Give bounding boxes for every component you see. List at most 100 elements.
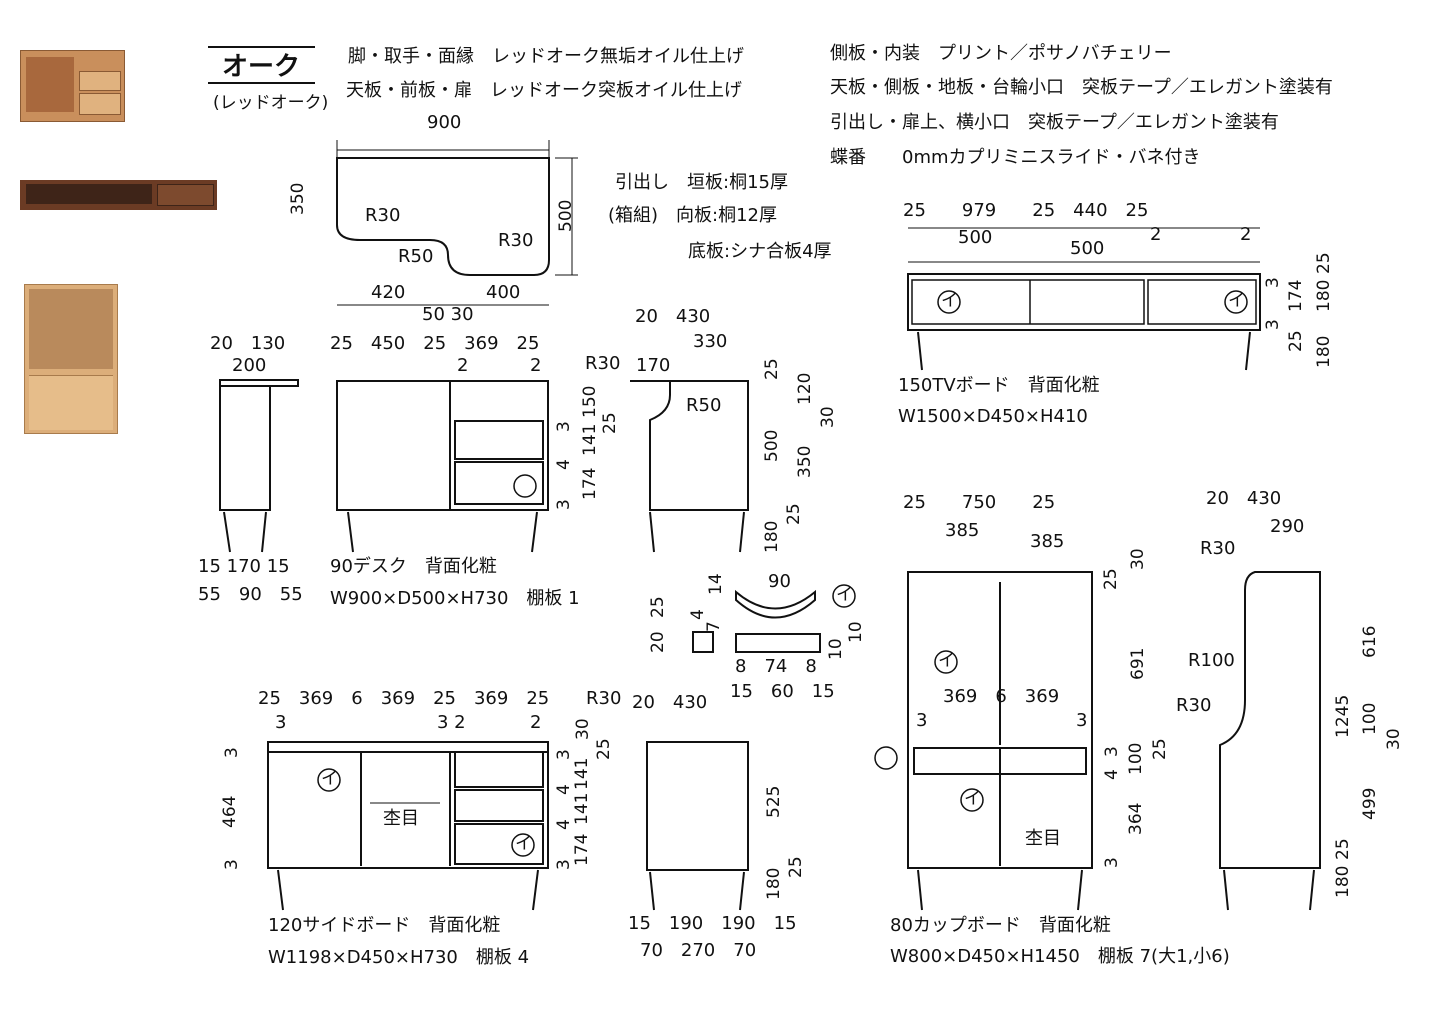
dim: 500 <box>1070 238 1105 259</box>
dim: 3 <box>554 421 574 432</box>
dim: 25 <box>594 738 614 760</box>
dim: 369 6 369 <box>943 686 1060 707</box>
dim: 25 979 25 440 25 <box>903 200 1149 221</box>
tv-caption: 150TVボード 背面化粧 <box>898 375 1100 396</box>
dim: 10 <box>846 621 866 643</box>
dim: R50 <box>686 395 722 416</box>
oak-cupboard-photo <box>24 284 118 434</box>
dim: 174 <box>580 467 600 500</box>
dim: 420 <box>371 282 406 303</box>
dim: 2 <box>530 712 542 733</box>
dim: 385 <box>945 520 980 541</box>
dim: 141 <box>572 792 592 825</box>
dim: 500 <box>762 429 782 462</box>
dim: 30 <box>1128 548 1148 570</box>
dim: 500 <box>958 227 993 248</box>
dim: 30 <box>1384 728 1404 750</box>
dim: 364 <box>1126 802 1146 835</box>
drawer-spec-1: 引出し 垣板:桐15厚 <box>615 172 788 193</box>
dim: 174 <box>572 833 592 866</box>
dim: 3 <box>222 859 242 870</box>
dim: 180 <box>764 867 784 900</box>
dim: 25 369 6 369 25 369 25 <box>258 688 550 709</box>
dim: 2 <box>1150 224 1162 245</box>
dim: 150 <box>580 385 600 418</box>
dim: 25 <box>1150 738 1170 760</box>
dim: 30 <box>573 718 593 740</box>
spec-right-2: 天板・側板・地板・台輪小口 突板テープ／エレガント塗装有 <box>830 77 1333 98</box>
dim: 25 <box>784 503 804 525</box>
dim: R30 <box>365 205 401 226</box>
dim: 330 <box>693 331 728 352</box>
dim: R50 <box>398 246 434 267</box>
dim: 120 <box>795 372 815 405</box>
title: オーク <box>222 52 301 82</box>
dim: 25 <box>1101 568 1121 590</box>
handle-label: イ <box>941 291 958 311</box>
dim: 70 270 70 <box>640 940 757 961</box>
dim: 55 90 55 <box>198 584 303 605</box>
dim: 1245 <box>1333 694 1353 738</box>
dim: 100 <box>1360 702 1380 735</box>
dim: 15 60 15 <box>730 681 835 702</box>
wood-grain-label: 杢目 <box>1025 828 1061 849</box>
dim: 180 <box>762 520 782 553</box>
oak-sideboard-photo <box>20 50 125 122</box>
dim: 3 <box>275 712 287 733</box>
dim: 3 <box>916 710 928 731</box>
subtitle: (レッドオーク) <box>213 93 329 113</box>
spec-left-2: 天板・前板・扉 レッドオーク突板オイル仕上げ <box>346 80 742 101</box>
dim: 3 <box>1263 277 1283 288</box>
dim: 180 <box>1314 335 1334 368</box>
handle-label: イ <box>964 789 981 809</box>
dim: 499 <box>1360 787 1380 820</box>
dim: 4 <box>554 819 574 830</box>
drawer-spec-3: 底板:シナ合板4厚 <box>688 241 832 262</box>
dim: 3 <box>222 747 242 758</box>
dim: 4 <box>1102 769 1122 780</box>
dim: 7 <box>704 621 724 632</box>
dim: 3 <box>1102 857 1122 868</box>
dim: 100 <box>1126 742 1146 775</box>
dim: 25 <box>762 358 782 380</box>
dim: 20 130 <box>210 333 286 354</box>
dim: 3 <box>1102 746 1122 757</box>
dim: 174 <box>1286 279 1306 312</box>
dim: 20 430 <box>632 692 708 713</box>
dim: 25 <box>1314 252 1334 274</box>
drawer-spec-2: (箱組) 向板:桐12厚 <box>608 205 778 226</box>
dim: 3 <box>554 859 574 870</box>
dim: R30 <box>1176 695 1212 716</box>
dim: 200 <box>232 355 267 376</box>
dim: 691 <box>1128 647 1148 680</box>
dim: 8 74 8 <box>735 656 817 677</box>
dim: 350 <box>795 445 815 478</box>
sideboard-caption: 120サイドボード 背面化粧 <box>268 915 501 936</box>
dim: 2 <box>530 355 542 376</box>
dim: 14 <box>706 573 726 595</box>
dim: R30 <box>498 230 534 251</box>
dim: 2 <box>1240 224 1252 245</box>
dim: 4 <box>554 459 574 470</box>
cupboard-size: W800×D450×H1450 棚板 7(大1,小6) <box>890 946 1230 967</box>
walnut-tv-board-photo <box>20 180 217 210</box>
dim: 180 <box>1314 279 1334 312</box>
dim: 3 <box>554 499 574 510</box>
dim: R100 <box>1188 650 1235 671</box>
spec-right-4: 蝶番 0mmカプリミニスライド・バネ付き <box>830 147 1201 168</box>
dim: 290 <box>1270 516 1305 537</box>
dim: 25 450 25 369 25 <box>330 333 540 354</box>
dim: 525 <box>764 785 784 818</box>
wood-grain-label: 杢目 <box>383 808 419 829</box>
dim: 15 190 190 15 <box>628 913 797 934</box>
dim: 3 <box>1263 319 1283 330</box>
dim: 30 <box>818 406 838 428</box>
dim: 3 <box>1076 710 1088 731</box>
dim: 25 <box>600 412 620 434</box>
handle-label: イ <box>836 585 853 605</box>
dim: R30 <box>586 688 622 709</box>
dim: 350 <box>288 182 308 215</box>
spec-left-1: 脚・取手・面縁 レッドオーク無垢オイル仕上げ <box>348 46 744 67</box>
dim: 90 <box>768 571 791 592</box>
dim: 25 <box>1333 838 1353 860</box>
